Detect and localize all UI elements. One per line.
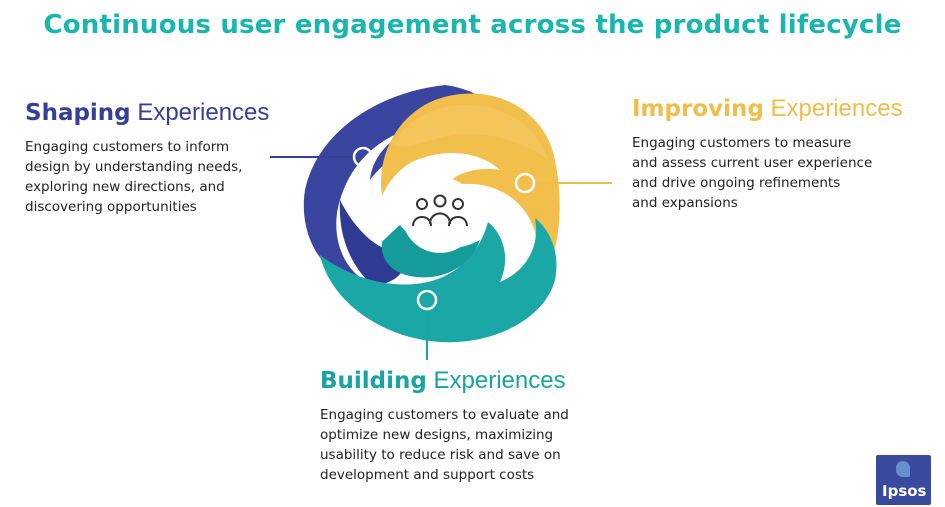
building-line: usability to reduce risk and save on [320,447,561,463]
shaping-heading-bold: Shaping [25,100,131,126]
logo-text: Ipsos [882,482,927,500]
shaping-description: Engaging customers to inform design by u… [25,137,295,217]
improving-heading-bold: Improving [632,96,764,122]
improving-line: Engaging customers to measure [632,135,852,151]
improving-heading-rest: Experiences [763,95,903,122]
section-improving: Improving Experiences Engaging customers… [632,95,932,213]
shaping-line: Engaging customers to inform [25,139,230,155]
diagram-center [402,177,478,253]
building-heading-rest: Experiences [426,367,566,394]
shaping-line: discovering opportunities [25,199,197,215]
swirl-yellow-top [392,104,548,160]
swirl-yellow [381,93,560,299]
marker-improving [514,172,536,194]
marker-building [416,289,438,311]
section-shaping: Shaping Experiences Engaging customers t… [25,99,295,217]
marker-shaping [352,146,374,168]
ipsos-logo: Ipsos [876,455,931,505]
building-description: Engaging customers to evaluate and optim… [320,405,620,485]
improving-line: and assess current user experience [632,155,873,171]
improving-description: Engaging customers to measure and assess… [632,133,932,213]
shaping-heading-rest: Experiences [130,99,270,126]
shaping-line: design by understanding needs, [25,159,243,175]
shaping-heading: Shaping Experiences [25,99,295,127]
improving-line: and expansions [632,195,738,211]
improving-heading: Improving Experiences [632,95,932,123]
people-group-icon [412,194,468,227]
swirl-teal [320,218,557,343]
page-title: Continuous user engagement across the pr… [43,10,902,40]
improving-line: and drive ongoing refinements [632,175,841,191]
shaping-line: exploring new directions, and [25,179,225,195]
building-line: development and support costs [320,467,535,483]
building-line: Engaging customers to evaluate and [320,407,569,423]
building-heading: Building Experiences [320,367,620,395]
section-building: Building Experiences Engaging customers … [320,367,620,485]
building-line: optimize new designs, maximizing [320,427,554,443]
building-heading-bold: Building [320,368,427,394]
logo-mark-icon [896,461,910,477]
